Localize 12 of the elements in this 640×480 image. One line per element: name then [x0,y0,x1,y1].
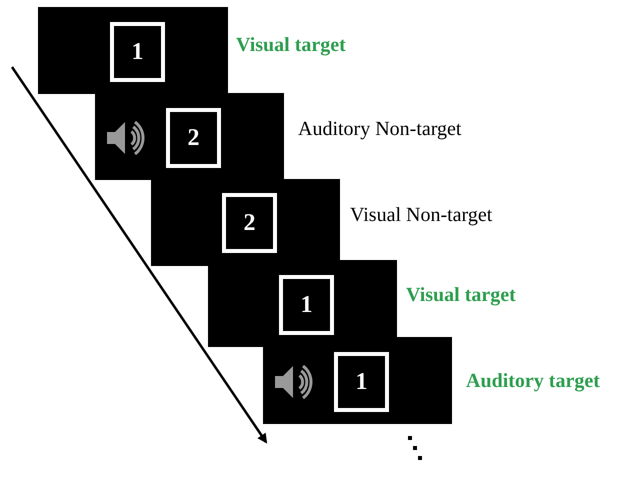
condition-label: Auditory target [466,370,600,393]
stimulus-screen [263,337,452,424]
stimulus-screen [38,7,228,94]
condition-label: Visual target [406,284,516,307]
number-box: 1 [110,22,165,82]
number-box: 1 [279,275,334,335]
condition-label: Visual Non-target [350,204,492,227]
condition-label: Visual target [236,34,346,57]
number-box: 2 [222,193,277,253]
number-box: 1 [334,352,389,412]
condition-label: Auditory Non-target [298,118,462,141]
number-box: 2 [166,108,221,168]
